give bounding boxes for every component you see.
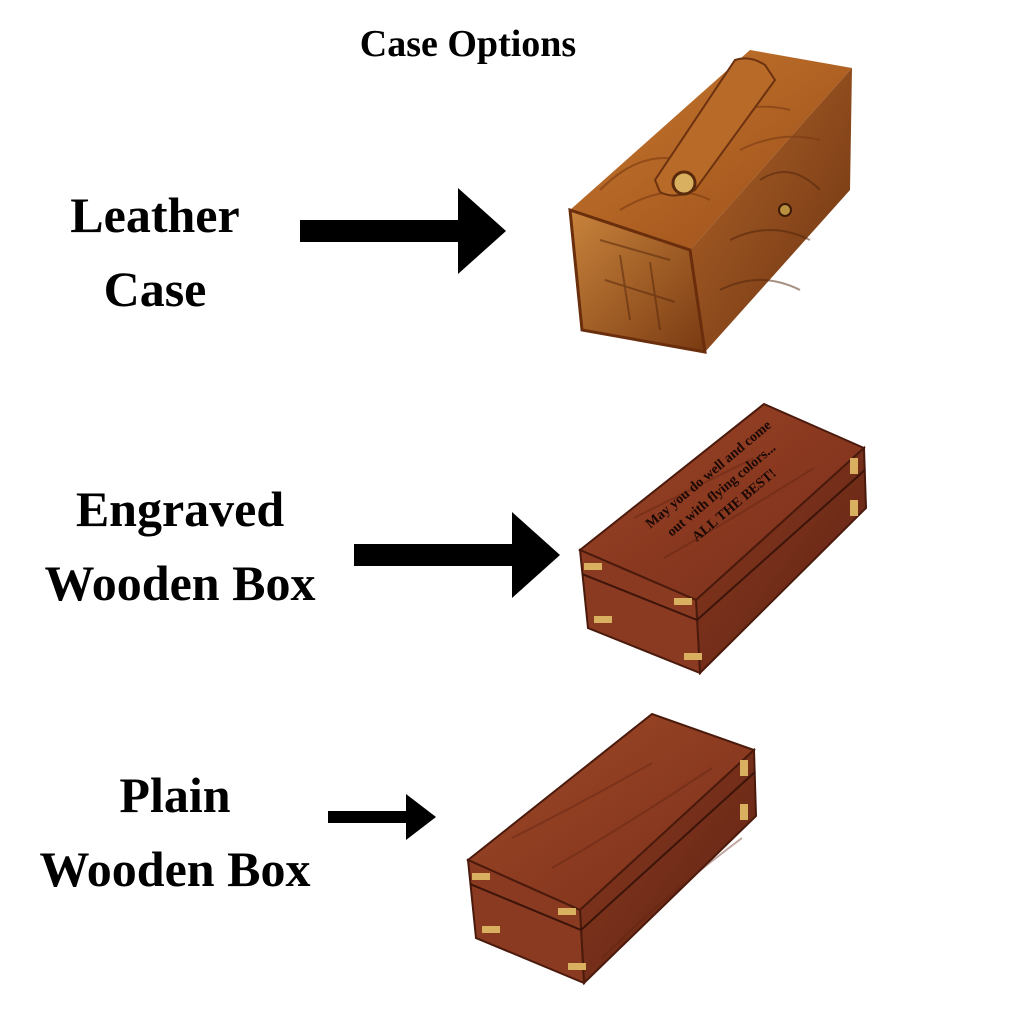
option-label-line2: Wooden Box [39,841,311,897]
option-label-engraved-wooden-box: Engraved Wooden Box [20,472,340,620]
plain-wooden-box-image [466,712,758,986]
option-label-line1: Leather [70,187,240,243]
option-label-line2: Wooden Box [44,555,316,611]
right-arrow-icon [328,794,436,840]
option-label-line1: Plain [119,767,231,823]
right-arrow-icon [354,512,560,598]
leather-case-image [568,50,852,354]
engraved-wooden-box-image: May you do well and come out with flying… [578,402,868,676]
right-arrow-icon [300,188,506,274]
option-label-plain-wooden-box: Plain Wooden Box [20,758,330,906]
option-label-line2: Case [103,261,207,317]
page-title: Case Options [359,23,577,65]
option-label-line1: Engraved [75,481,285,537]
option-label-leather-case: Leather Case [40,178,270,326]
